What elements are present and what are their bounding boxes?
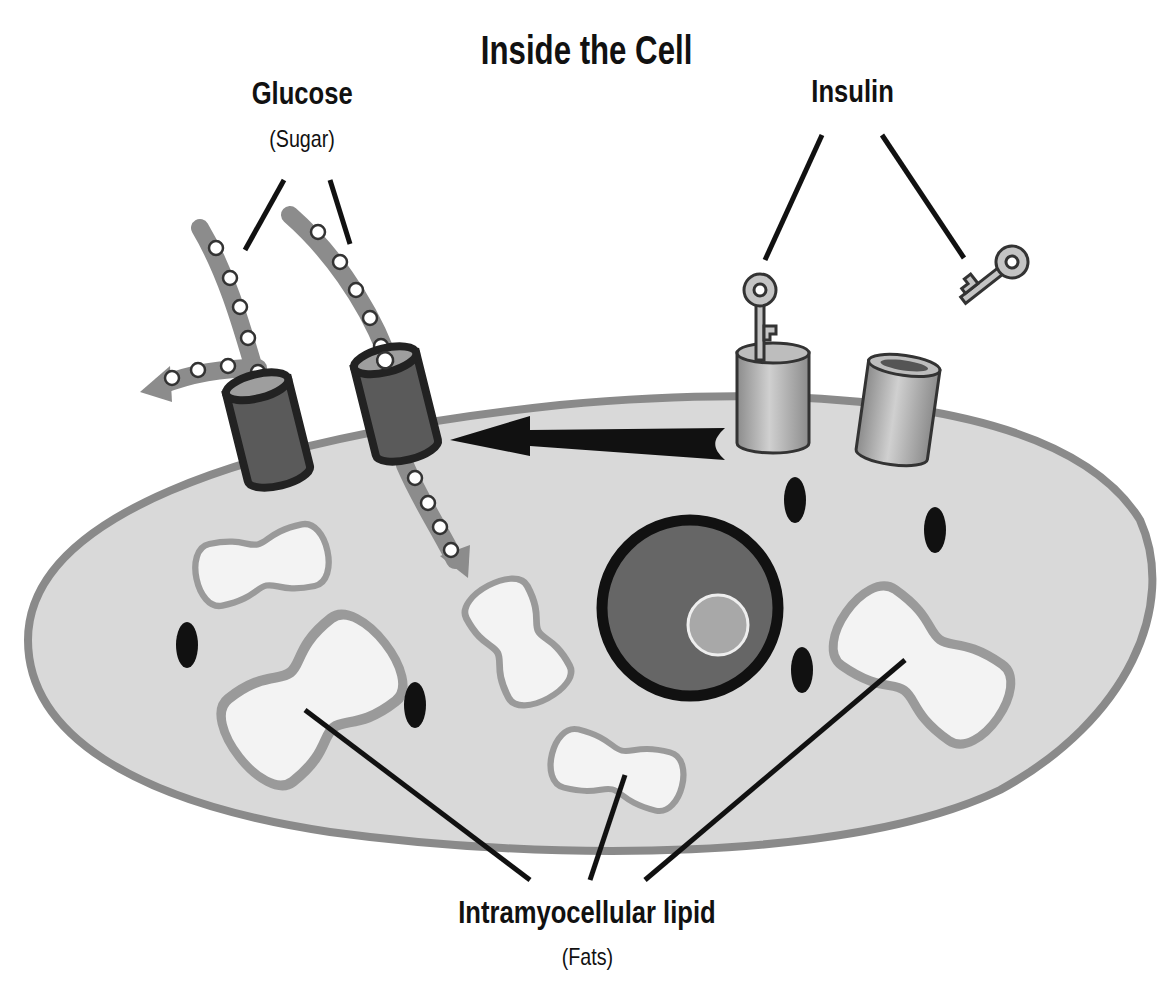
glucose-chains — [233, 300, 247, 314]
insulin-keys — [744, 240, 1034, 360]
glucose-chains — [140, 215, 470, 578]
part-label: Insulin — [811, 74, 893, 109]
lipid-droplets — [458, 570, 579, 715]
cell-membrane — [28, 397, 1152, 851]
leader-lines — [765, 135, 822, 260]
signal-arrow — [450, 416, 725, 460]
leader-lines — [245, 135, 964, 880]
glucose-chains — [191, 363, 205, 377]
glucose-chains — [349, 283, 363, 297]
part-sublabel: (Fats) — [562, 944, 613, 970]
insulin-keys — [744, 274, 776, 360]
glucose-chains — [241, 331, 255, 345]
part-label: Glucose — [252, 76, 353, 111]
insulin-receptors — [880, 357, 929, 374]
insulin-keys — [764, 326, 776, 340]
glucose-chains — [333, 255, 347, 269]
insulin-receptors — [737, 343, 941, 469]
part-sublabel: (Sugar) — [269, 126, 335, 152]
glucose-transporters — [223, 367, 313, 493]
nucleus — [602, 520, 778, 696]
insulin-keys — [1004, 254, 1021, 271]
nucleus — [602, 520, 778, 696]
insulin-receptors — [737, 343, 809, 453]
glucose-chains — [221, 359, 235, 373]
glucose-chains — [290, 215, 385, 350]
leader-lines — [305, 710, 530, 880]
signal-arrow — [450, 416, 725, 460]
organelles — [176, 477, 946, 728]
lipid-droplets — [190, 520, 334, 609]
insulin-keys — [754, 284, 766, 296]
glucose-transporters — [375, 351, 394, 370]
insulin-receptors — [855, 351, 942, 470]
insulin-keys — [744, 274, 776, 306]
cell-membrane — [28, 397, 1152, 851]
insulin-keys — [990, 240, 1035, 285]
lipid-droplets — [820, 574, 1025, 756]
leader-lines — [645, 660, 905, 880]
glucose-chains — [209, 241, 223, 255]
organelles — [924, 507, 946, 553]
leader-lines — [882, 135, 964, 258]
glucose-chains — [363, 311, 377, 325]
glucose-chains — [421, 496, 435, 510]
leader-lines — [245, 180, 284, 250]
leader-lines — [330, 180, 350, 244]
glucose-chains — [165, 371, 179, 385]
glucose-chains — [408, 471, 422, 485]
glucose-transporters — [223, 341, 441, 493]
organelles — [176, 622, 198, 668]
glucose-chains — [162, 215, 455, 560]
glucose-chains — [165, 225, 458, 557]
organelles — [404, 682, 426, 728]
nucleus — [688, 595, 748, 655]
leader-lines — [590, 775, 625, 880]
glucose-chains — [444, 543, 458, 557]
insulin-keys — [953, 240, 1034, 313]
glucose-chains — [433, 520, 447, 534]
glucose-transporters — [351, 341, 441, 467]
organelles — [784, 477, 806, 523]
part-label: Intramyocellular lipid — [458, 895, 715, 930]
insulin-keys — [958, 274, 978, 293]
organelles — [791, 647, 813, 693]
glucose-transporters — [351, 341, 419, 380]
diagram-title: Inside the Cell — [481, 28, 693, 72]
insulin-receptors — [737, 353, 809, 453]
glucose-transporters — [223, 367, 291, 406]
insulin-receptors — [867, 351, 941, 381]
glucose-chains — [311, 225, 325, 239]
insulin-receptors — [737, 343, 809, 363]
glucose-chains — [223, 271, 237, 285]
